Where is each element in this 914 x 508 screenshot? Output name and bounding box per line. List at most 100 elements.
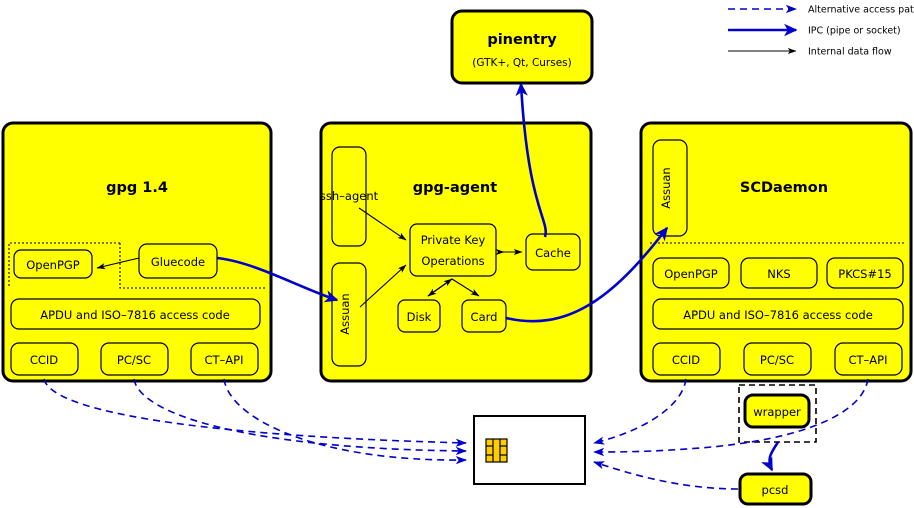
legend-item-alternative-access-paths: Alternative access paths (728, 5, 914, 16)
gpg-agent-pko-line1: Private Key (421, 233, 486, 247)
scdaemon-ctapi-rect (834, 342, 903, 376)
scdaemon-pcsc-label: PC/SC (760, 353, 794, 367)
gpg-agent-card-rect (461, 299, 507, 333)
pinentry-subtitle: (GTK+, Qt, Curses) (472, 57, 572, 69)
scdaemon-node-nks[interactable]: NKS (740, 257, 818, 289)
gpg-node-openpgp[interactable]: OpenPGP (13, 249, 93, 279)
gpg-node-pcsc[interactable]: PC/SC (100, 342, 169, 376)
gpg-gluecode-label: Gluecode (151, 255, 205, 269)
scdaemon-nks-label: NKS (767, 267, 790, 281)
gpg-agent-pko-line2: Operations (421, 254, 484, 268)
legend-label-alt: Alternative access paths (808, 5, 914, 16)
gpg-agent-title: gpg-agent (413, 180, 497, 196)
scdaemon-openpgp-rect (652, 257, 730, 289)
gpg-node-gluecode[interactable]: Gluecode (138, 243, 218, 279)
scdaemon-pkcs15-label: PKCS#15 (838, 267, 891, 281)
wrapper-label: wrapper (753, 405, 801, 419)
gpg-ctapi-label: CT–API (205, 353, 244, 367)
ipc-gluecode-to-gpg-agent-assuan (216, 256, 339, 303)
gpg-agent-disk-rect (397, 299, 441, 333)
gpg-agent-disk-label: Disk (407, 310, 432, 324)
scdaemon-node-assuan[interactable]: Assuan (652, 139, 688, 237)
wrapper-group[interactable]: wrapper (738, 384, 817, 443)
gpg-agent-cache-rect (525, 233, 581, 271)
scdaemon-ctapi-label: CT–API (849, 353, 888, 367)
flow-disk-to-pko (427, 278, 453, 297)
gpg-openpgp-rect (13, 249, 93, 279)
scdaemon-node-ctapi[interactable]: CT–API (834, 342, 903, 376)
gpg-agent-ssh-agent-label: ssh–agent (320, 189, 379, 203)
ipc-wrapper-to-pcsd (761, 441, 780, 472)
scdaemon-openpgp-label: OpenPGP (664, 267, 718, 281)
gpg-agent-assuan-label: Assuan (338, 293, 352, 334)
legend-label-flow: Internal data flow (808, 47, 892, 58)
gpg-agent-node-disk[interactable]: Disk (397, 299, 441, 333)
alt-scdaemon-ccid-to-card (593, 378, 687, 445)
scdaemon-node-apdu[interactable]: APDU and ISO–7816 access code (652, 298, 904, 330)
gpg-ccid-label: CCID (30, 353, 58, 367)
scdaemon-nks-rect (740, 257, 818, 289)
pcsd-rect (738, 472, 813, 506)
gpg-agent-node-cache[interactable]: Cache (525, 233, 581, 271)
gpg-agent-node-card[interactable]: Card (461, 299, 507, 333)
scdaemon-assuan-rect (652, 139, 688, 237)
legend: Alternative access paths IPC (pipe or so… (728, 5, 914, 58)
scdaemon-box[interactable]: SCDaemon Assuan OpenPGP NKS PKCS#15 APDU… (639, 121, 913, 383)
gpg-agent-box[interactable]: gpg-agent ssh–agent Assuan Private Key O… (319, 121, 593, 383)
scdaemon-pcsc-rect (743, 342, 812, 376)
scdaemon-pkcs15-rect (826, 257, 904, 289)
pcsd-label: pcsd (762, 483, 789, 497)
scdaemon-title: SCDaemon (740, 180, 828, 196)
gpg-box[interactable]: gpg 1.4 OpenPGP Gluecode APDU and ISO–78… (1, 121, 273, 383)
gpg-agent-cache-label: Cache (535, 246, 571, 260)
scdaemon-ccid-label: CCID (672, 353, 700, 367)
legend-item-internal-data-flow: Internal data flow (728, 47, 892, 58)
scdaemon-ccid-rect (652, 342, 721, 376)
legend-item-ipc: IPC (pipe or socket) (728, 23, 901, 37)
scdaemon-apdu-rect (652, 298, 904, 330)
gpg-apdu-rect (10, 298, 261, 330)
scdaemon-apdu-label: APDU and ISO–7816 access code (683, 308, 873, 322)
gpg-pcsc-rect (100, 342, 169, 376)
flow-ssh-agent-to-pko (358, 207, 407, 241)
scdaemon-node-openpgp[interactable]: OpenPGP (652, 257, 730, 289)
gpg-node-apdu[interactable]: APDU and ISO–7816 access code (10, 298, 261, 330)
gpg-agent-node-assuan[interactable]: Assuan (331, 262, 367, 367)
ipc-cache-to-pinentry (515, 82, 547, 238)
gpg-title: gpg 1.4 (106, 180, 168, 196)
smartcard-group[interactable] (473, 415, 586, 485)
alt-scdaemon-ctapi-to-card (593, 378, 869, 457)
gpg-node-ctapi[interactable]: CT–API (190, 342, 259, 376)
flow-pko-to-card (451, 278, 480, 297)
gpg-agent-node-private-key-operations[interactable]: Private Key Operations (409, 223, 497, 277)
gpg-node-ccid[interactable]: CCID (10, 342, 79, 376)
flow-gluecode-to-openpgp (96, 257, 140, 270)
gpg-agent-assuan-rect (331, 262, 367, 367)
gpg-ctapi-rect (190, 342, 259, 376)
gpg-agent-ssh-agent-rect (331, 146, 367, 247)
alt-pcsd-to-card (593, 461, 739, 490)
gpg-openpgp-label: OpenPGP (26, 258, 80, 272)
gpg-agent-pko-rect (409, 223, 497, 277)
scdaemon-node-ccid[interactable]: CCID (652, 342, 721, 376)
smartcard-chip-icon (485, 438, 508, 463)
pcsd-group[interactable]: pcsd (738, 472, 813, 506)
scdaemon-assuan-label: Assuan (659, 167, 673, 208)
gpg-agent-node-ssh-agent[interactable]: ssh–agent (320, 146, 379, 247)
gpg-agent-card-label: Card (471, 310, 498, 324)
gpg-dotted-divider (119, 243, 266, 289)
gpg-apdu-label: APDU and ISO–7816 access code (40, 308, 230, 322)
gpg-ccid-rect (10, 342, 79, 376)
pinentry-title: pinentry (487, 32, 557, 48)
gpg-openpgp-dotted-region (8, 242, 120, 288)
gpg-gluecode-rect (138, 243, 218, 279)
pinentry-box[interactable]: pinentry (GTK+, Qt, Curses) (450, 9, 594, 85)
gpg-pcsc-label: PC/SC (117, 353, 151, 367)
alt-gpg-pcsc-to-card (133, 378, 467, 456)
ipc-card-to-scdaemon-assuan (505, 226, 669, 323)
scdaemon-node-pkcs15[interactable]: PKCS#15 (826, 257, 904, 289)
legend-label-ipc: IPC (pipe or socket) (808, 26, 901, 37)
scdaemon-node-pcsc[interactable]: PC/SC (743, 342, 812, 376)
flow-assuan-to-pko (359, 264, 407, 308)
